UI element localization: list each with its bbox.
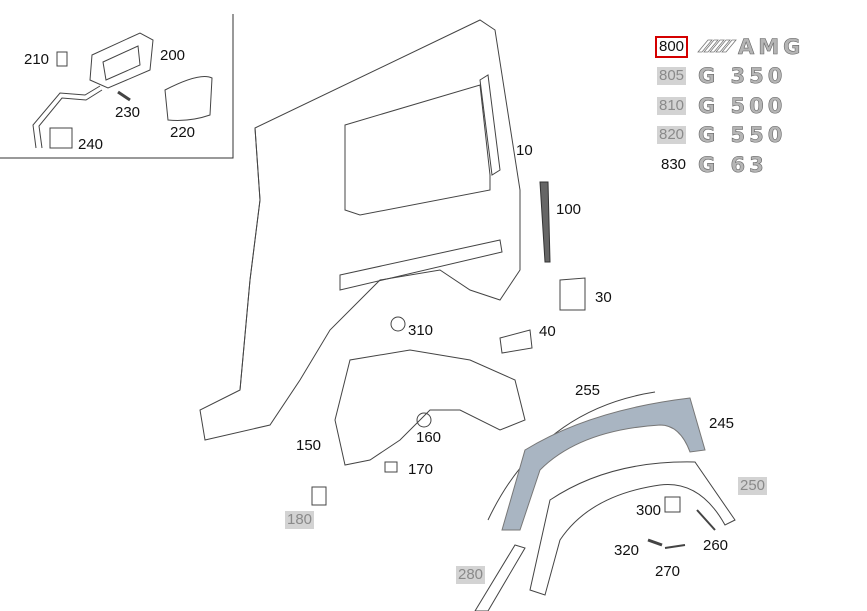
callout-30[interactable]: 30 — [595, 289, 612, 306]
callout-10[interactable]: 10 — [516, 142, 533, 159]
side-panel-10 — [199, 19, 521, 441]
screw-230 — [117, 90, 131, 102]
clip-170 — [384, 461, 398, 473]
clip-180 — [311, 486, 327, 506]
callout-200[interactable]: 200 — [160, 47, 186, 64]
bracket-40 — [499, 329, 533, 354]
callout-280[interactable]: 280 — [456, 566, 486, 584]
callout-250[interactable]: 250 — [738, 477, 768, 495]
fuel-filler-housing — [32, 32, 154, 149]
clip-300 — [664, 496, 681, 513]
strip-100 — [539, 181, 551, 263]
clip-210 — [56, 51, 68, 67]
rivet-270 — [664, 544, 686, 549]
callout-310[interactable]: 310 — [408, 322, 434, 339]
callout-220[interactable]: 220 — [170, 124, 196, 141]
callout-230[interactable]: 230 — [115, 104, 141, 121]
inset-border — [0, 14, 234, 159]
nut-160 — [416, 412, 432, 428]
flare-245 — [501, 397, 706, 531]
trim-280 — [474, 544, 526, 611]
callout-160[interactable]: 160 — [416, 429, 442, 446]
callout-180[interactable]: 180 — [285, 511, 315, 529]
pin-260 — [696, 509, 716, 531]
callout-810[interactable]: 810 — [657, 97, 687, 115]
callout-320[interactable]: 320 — [614, 542, 640, 559]
callout-830[interactable]: 830 — [661, 156, 687, 173]
callout-40[interactable]: 40 — [539, 323, 556, 340]
part-240 — [49, 127, 73, 149]
badge-g63: G 63 — [698, 153, 768, 177]
callout-270[interactable]: 270 — [655, 563, 681, 580]
callout-245[interactable]: 245 — [709, 415, 735, 432]
nut-310 — [390, 316, 406, 332]
callout-210[interactable]: 210 — [24, 51, 50, 68]
callout-300[interactable]: 300 — [636, 502, 662, 519]
callout-240[interactable]: 240 — [78, 136, 104, 153]
wheel-liner-150 — [334, 349, 526, 466]
callout-100[interactable]: 100 — [556, 201, 582, 218]
callout-150[interactable]: 150 — [296, 437, 322, 454]
fuel-door-220 — [164, 76, 213, 121]
callout-805[interactable]: 805 — [657, 67, 687, 85]
flare-250 — [529, 461, 736, 596]
badge-g500: G 500 — [698, 94, 787, 118]
screw-320 — [647, 538, 663, 547]
bracket-30 — [559, 277, 586, 311]
callout-820[interactable]: 820 — [657, 126, 687, 144]
callout-260[interactable]: 260 — [703, 537, 729, 554]
badge-amg: AMG — [738, 35, 805, 59]
badge-g550: G 550 — [698, 123, 787, 147]
callout-800[interactable]: 800 — [654, 36, 689, 58]
callout-255[interactable]: 255 — [575, 382, 601, 399]
badge-g350: G 350 — [698, 64, 787, 88]
callout-170[interactable]: 170 — [408, 461, 434, 478]
